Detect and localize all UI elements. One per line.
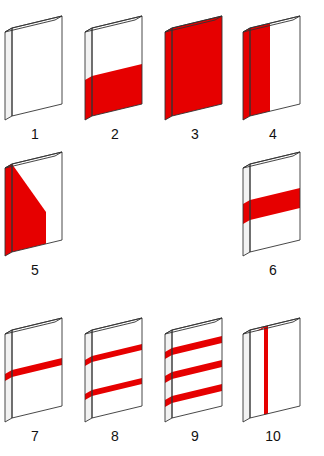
book-diagonal xyxy=(5,152,62,256)
callout-number: 6 xyxy=(269,262,277,278)
book-one-band xyxy=(5,318,62,422)
callout-number: 4 xyxy=(269,126,277,142)
callout-number: 1 xyxy=(31,126,39,142)
callout-number: 3 xyxy=(191,126,199,142)
callout-number: 7 xyxy=(31,428,39,444)
callout-number: 9 xyxy=(191,428,199,444)
book-full-red xyxy=(165,16,222,120)
callout-number: 5 xyxy=(31,262,39,278)
book-two-bands xyxy=(85,318,142,422)
callout-number: 8 xyxy=(111,428,119,444)
book-lower-half xyxy=(85,16,142,120)
book-wide-band xyxy=(243,152,300,256)
callout-number: 2 xyxy=(111,126,119,142)
book-vertical-line xyxy=(243,318,300,422)
book-spine-strip xyxy=(243,16,300,120)
book-three-bands xyxy=(165,318,222,422)
callout-number: 10 xyxy=(265,428,281,444)
plain-book xyxy=(5,16,62,120)
